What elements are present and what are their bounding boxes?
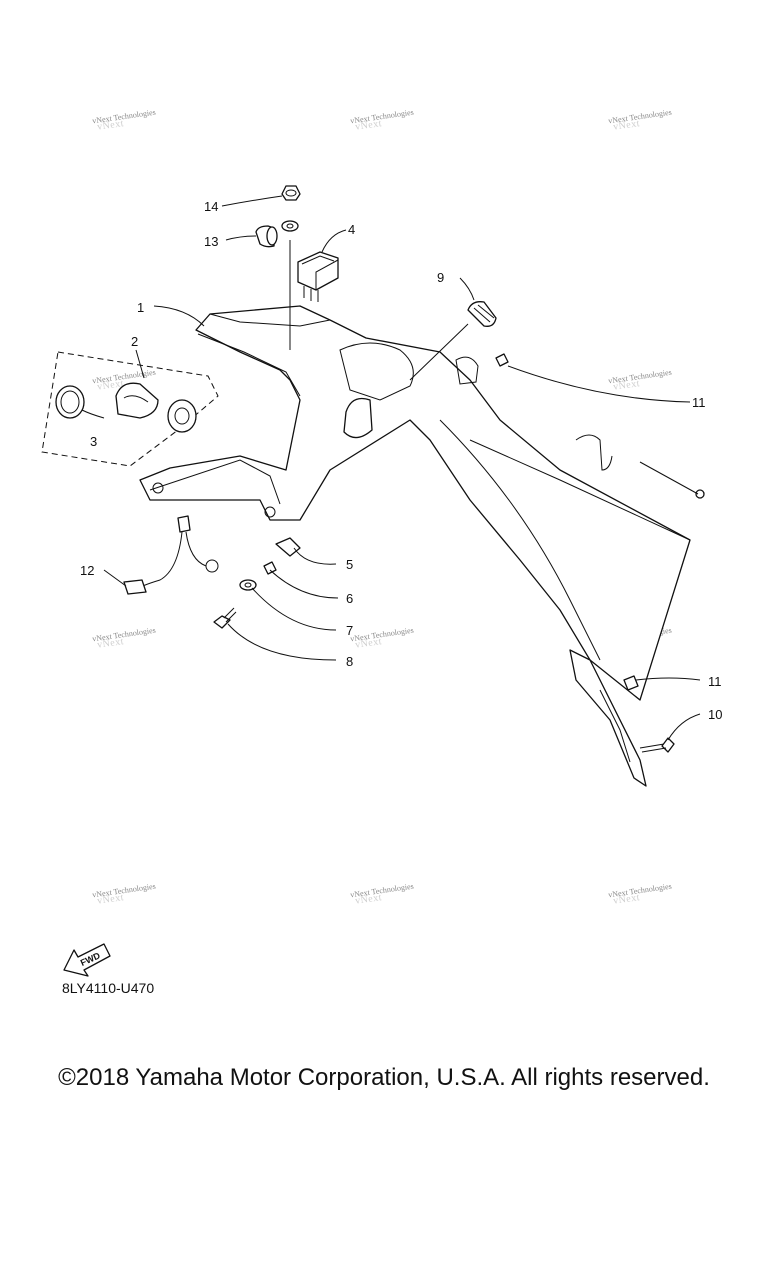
callout-13: 13 [204,234,218,249]
callout-1: 1 [137,300,144,315]
callout-3: 3 [90,434,97,449]
callout-9: 9 [437,270,444,285]
part-1-rear-fender[interactable] [139,305,691,787]
callout-10: 10 [708,707,722,722]
part-12-harness[interactable] [123,515,219,595]
callout-8: 8 [346,654,353,669]
fwd-arrow-icon: FWD [63,943,111,977]
callout-14: 14 [204,199,218,214]
part-14-nut[interactable] [281,185,301,201]
callout-11-upper: 11 [692,395,706,410]
part-3-cap[interactable] [55,385,85,419]
part-9-pad[interactable] [467,301,497,327]
diagram-code: 8LY4110-U470 [62,980,155,996]
part-7-washer[interactable] [239,579,257,591]
copyright-notice: ©2018 Yamaha Motor Corporation, U.S.A. A… [58,1064,710,1091]
part-10-screw[interactable] [639,737,675,753]
part-8-bolt[interactable] [213,607,237,629]
leader-lines [81,195,701,741]
part-2-3-group [41,351,219,467]
part-2-boot[interactable] [115,382,197,433]
part-6-clip[interactable] [263,561,277,575]
part-4-switch[interactable] [297,251,339,302]
callout-12: 12 [80,563,94,578]
callout-5: 5 [346,557,353,572]
callout-6: 6 [346,591,353,606]
callout-11-lower: 11 [708,674,722,689]
part-11-screw-upper[interactable] [495,353,705,499]
part-11-screw-lower[interactable] [623,675,639,691]
part-5-clip[interactable] [275,537,301,557]
callout-4: 4 [348,222,355,237]
callout-7: 7 [346,623,353,638]
callout-2: 2 [131,334,138,349]
part-13-collar[interactable] [255,220,299,248]
